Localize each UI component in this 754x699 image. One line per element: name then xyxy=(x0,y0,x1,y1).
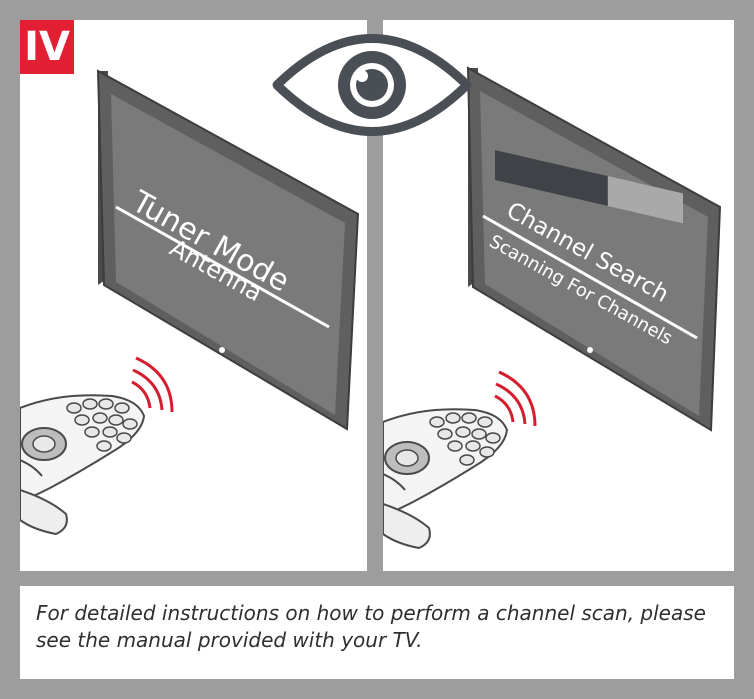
tv-screen xyxy=(111,94,345,415)
step-badge: IV xyxy=(20,20,74,74)
tv-icon: Channel Search Scanning For Channels xyxy=(466,66,722,432)
left-scene: Tuner Mode Antenna xyxy=(20,69,360,536)
menu-divider xyxy=(482,214,698,340)
remote-control-icon xyxy=(383,408,509,550)
progress-bar xyxy=(495,150,683,224)
hand-icon xyxy=(20,488,68,536)
power-led xyxy=(219,347,225,353)
hand-icon xyxy=(383,502,431,550)
progress-fill xyxy=(495,150,608,207)
right-scene: Channel Search Scanning For Channels xyxy=(383,66,722,550)
remote-buttons xyxy=(429,412,501,466)
menu-divider xyxy=(115,205,330,329)
right-panel: Channel Search Scanning For Channels xyxy=(383,20,734,571)
signal-waves-icon xyxy=(131,356,174,413)
caption-box: For detailed instructions on how to perf… xyxy=(20,586,734,679)
caption-text: For detailed instructions on how to perf… xyxy=(36,601,706,652)
left-panel: Tuner Mode Antenna xyxy=(20,20,367,571)
signal-waves-icon xyxy=(494,370,537,427)
remote-buttons xyxy=(66,398,138,452)
power-led xyxy=(587,347,593,353)
tv-icon: Tuner Mode Antenna xyxy=(96,69,360,431)
remote-control-icon xyxy=(20,394,146,536)
